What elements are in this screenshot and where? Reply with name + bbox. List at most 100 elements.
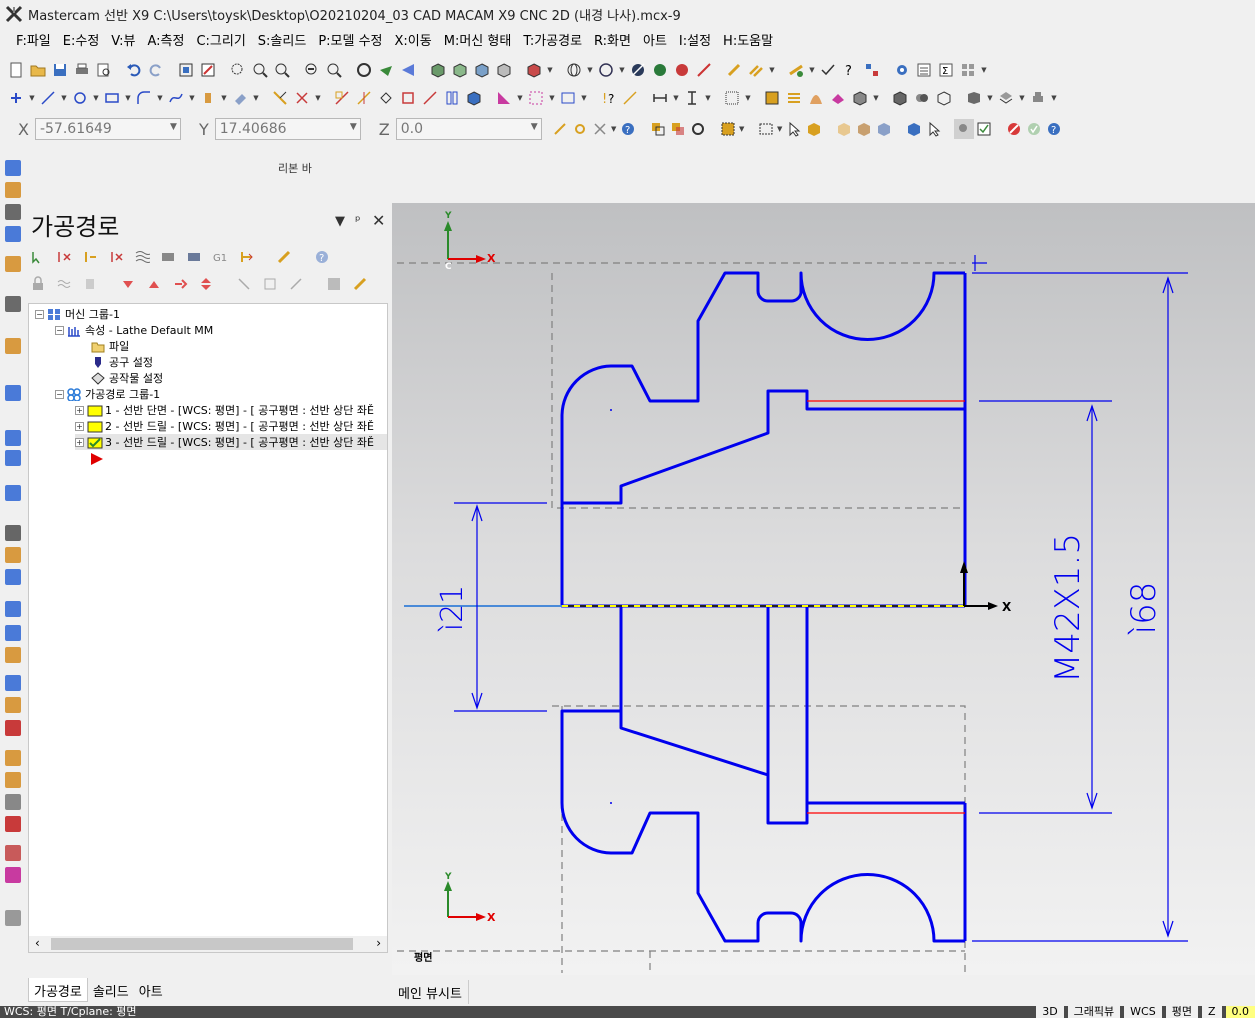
stop-icon[interactable] xyxy=(1004,119,1024,139)
measure-dropdown-icon[interactable]: ▼ xyxy=(809,66,815,74)
tab-art[interactable]: 아트 xyxy=(138,985,163,1000)
unzoom-icon[interactable] xyxy=(302,60,322,80)
mill-pocket-icon[interactable] xyxy=(5,647,21,663)
highfeed-icon[interactable] xyxy=(236,247,256,267)
rectangle-dropdown-icon[interactable]: ▼ xyxy=(125,94,131,102)
model-prep-icon[interactable] xyxy=(964,88,984,108)
tree-op-2[interactable]: + 2 - 선반 드릴 - [WCS: 평면] - [ 공구평면 : 선반 상단… xyxy=(75,420,374,433)
point-icon[interactable] xyxy=(6,88,26,108)
tree-op-1[interactable]: + 1 - 선반 단면 - [WCS: 평면] - [ 공구평면 : 선반 상단… xyxy=(75,404,374,417)
scroll-right-icon[interactable]: › xyxy=(376,936,381,950)
xform-offset-icon[interactable] xyxy=(420,88,440,108)
front-view-icon[interactable] xyxy=(472,60,492,80)
menu-view[interactable]: V:뷰 xyxy=(111,34,136,49)
misc-ops2-icon[interactable] xyxy=(5,867,21,883)
surface-box-dropdown-icon[interactable]: ▼ xyxy=(873,94,879,102)
tab-toolpaths[interactable]: 가공경로 xyxy=(28,978,88,1002)
options-icon[interactable] xyxy=(953,119,974,139)
layers-dropdown-icon[interactable]: ▼ xyxy=(1019,94,1025,102)
dynamic-rotate-icon[interactable] xyxy=(376,60,396,80)
pattern-icon[interactable] xyxy=(526,88,546,108)
misc-ops-icon[interactable] xyxy=(5,845,21,861)
move-both-icon[interactable] xyxy=(196,274,216,294)
verify-ops-icon[interactable] xyxy=(158,247,178,267)
delete-ops-icon[interactable] xyxy=(274,247,294,267)
lock-icon[interactable] xyxy=(28,274,48,294)
ok-icon[interactable] xyxy=(1024,119,1044,139)
section-clear-icon[interactable] xyxy=(694,60,714,80)
menu-machine-type[interactable]: M:머신 형태 xyxy=(443,34,512,49)
panel-close-icon[interactable]: ✕ xyxy=(372,211,386,230)
stock-advance-icon[interactable] xyxy=(5,450,21,466)
body-select-icon[interactable] xyxy=(854,119,874,139)
move-insert-icon[interactable] xyxy=(170,274,190,294)
mill-drill-icon[interactable] xyxy=(5,601,21,617)
status-plane-button[interactable]: 평면 xyxy=(1165,1006,1198,1018)
select-all-ops-icon[interactable] xyxy=(28,247,48,267)
select-all-icon[interactable] xyxy=(718,119,738,139)
tree-horizontal-scrollbar[interactable]: ‹ › xyxy=(29,936,387,952)
shading-icon[interactable] xyxy=(524,60,544,80)
view-icon[interactable] xyxy=(398,60,418,80)
lathe-canned-icon[interactable] xyxy=(5,385,21,401)
shading-dropdown-icon[interactable]: ▼ xyxy=(547,66,553,74)
lathe-tool-dropdown-icon[interactable]: ▼ xyxy=(517,94,523,102)
lathe-finish-icon[interactable] xyxy=(5,182,21,198)
menu-model-prep[interactable]: P:모델 수정 xyxy=(318,34,383,49)
open-folder-icon[interactable] xyxy=(28,60,48,80)
lathe-drill-icon[interactable] xyxy=(5,204,21,220)
cylinder-icon[interactable] xyxy=(198,88,218,108)
snap-dropdown-icon[interactable]: ▼ xyxy=(611,125,617,133)
section-icon[interactable] xyxy=(628,60,648,80)
status-3d-button[interactable]: 3D xyxy=(1036,1006,1064,1018)
fit-icon[interactable] xyxy=(176,60,196,80)
collapse-icon[interactable]: − xyxy=(55,325,64,335)
window-icon[interactable] xyxy=(558,88,578,108)
save-icon[interactable] xyxy=(50,60,70,80)
toggle-display-icon[interactable] xyxy=(54,274,74,294)
fillet-dropdown-icon[interactable]: ▼ xyxy=(157,94,163,102)
point-dropdown-icon[interactable]: ▼ xyxy=(29,94,35,102)
solid-shell-icon[interactable] xyxy=(934,88,954,108)
y-coord-input[interactable]: 17.40686▼ xyxy=(214,118,361,140)
lathe-face-icon[interactable] xyxy=(5,226,21,242)
sigma-icon[interactable]: Σ xyxy=(936,60,956,80)
chuck-icon[interactable] xyxy=(5,525,21,541)
model-prep-dropdown-icon[interactable]: ▼ xyxy=(987,94,993,102)
steady-rest-icon[interactable] xyxy=(5,569,21,585)
mill-cross-icon[interactable] xyxy=(5,750,21,766)
section-red-icon[interactable] xyxy=(672,60,692,80)
redo-icon[interactable] xyxy=(146,60,166,80)
delete-dropdown-icon[interactable]: ▼ xyxy=(315,94,321,102)
x-coord-input[interactable]: -57.61649▼ xyxy=(34,118,181,140)
eraser-dropdown-icon[interactable]: ▼ xyxy=(253,94,259,102)
line-dropdown-icon[interactable]: ▼ xyxy=(61,94,67,102)
zoom-selected-icon[interactable] xyxy=(272,60,292,80)
select-help-icon[interactable]: ? xyxy=(1044,119,1064,139)
printer2-icon[interactable] xyxy=(1028,88,1048,108)
lathe-tool-icon[interactable] xyxy=(494,88,514,108)
eraser-icon[interactable] xyxy=(230,88,250,108)
toggle-post-icon[interactable] xyxy=(80,274,100,294)
dimension-vertical-dropdown-icon[interactable]: ▼ xyxy=(705,94,711,102)
analyze-icon[interactable]: !? xyxy=(598,88,618,108)
check-icon[interactable] xyxy=(818,60,838,80)
spline-dropdown-icon[interactable]: ▼ xyxy=(189,94,195,102)
lathe-rough-icon[interactable] xyxy=(5,160,21,176)
mill-axial-icon[interactable] xyxy=(5,772,21,788)
trim-icon[interactable] xyxy=(270,88,290,108)
box-select-dropdown-icon[interactable]: ▼ xyxy=(777,125,783,133)
iso-view-icon[interactable] xyxy=(428,60,448,80)
menu-settings[interactable]: I:설정 xyxy=(678,34,712,49)
snap-cross-icon[interactable] xyxy=(590,119,610,139)
top-view-icon[interactable] xyxy=(450,60,470,80)
surface-fill-icon[interactable] xyxy=(828,88,848,108)
solid-boolean-icon[interactable] xyxy=(912,88,932,108)
surface-icon[interactable] xyxy=(762,88,782,108)
expand-icon[interactable]: + xyxy=(75,437,84,447)
surface-revolve-icon[interactable] xyxy=(806,88,826,108)
select-refresh-icon[interactable] xyxy=(688,119,708,139)
select-dirty-ops-icon[interactable] xyxy=(54,247,74,267)
z-coord-input[interactable]: 0.0▼ xyxy=(395,118,542,140)
menu-art[interactable]: 아트 xyxy=(642,34,667,49)
